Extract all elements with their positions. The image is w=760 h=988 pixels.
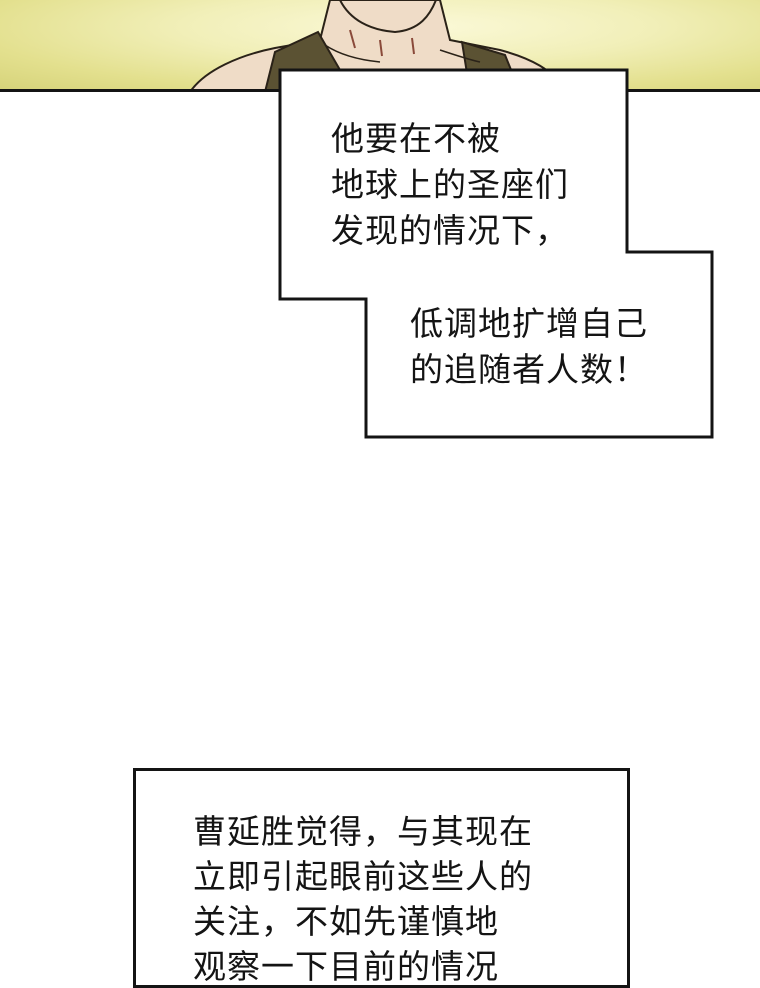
caption-2-line-1: 低调地扩增自己 [410, 304, 648, 343]
caption-3-line-3: 关注，不如先谨慎地 [193, 902, 499, 941]
caption-box-upper [278, 68, 714, 439]
caption-1-line-1: 他要在不被 [331, 119, 501, 158]
caption-2-line-2: 的追随者人数！ [410, 350, 648, 389]
caption-3-line-2: 立即引起眼前这些人的 [193, 857, 533, 896]
caption-1-line-2: 地球上的圣座们 [331, 165, 569, 204]
caption-1-line-3: 发现的情况下， [331, 211, 569, 250]
caption-3-line-1: 曹延胜觉得，与其现在 [193, 812, 533, 851]
caption-3-line-4: 观察一下目前的情况 [193, 947, 499, 986]
